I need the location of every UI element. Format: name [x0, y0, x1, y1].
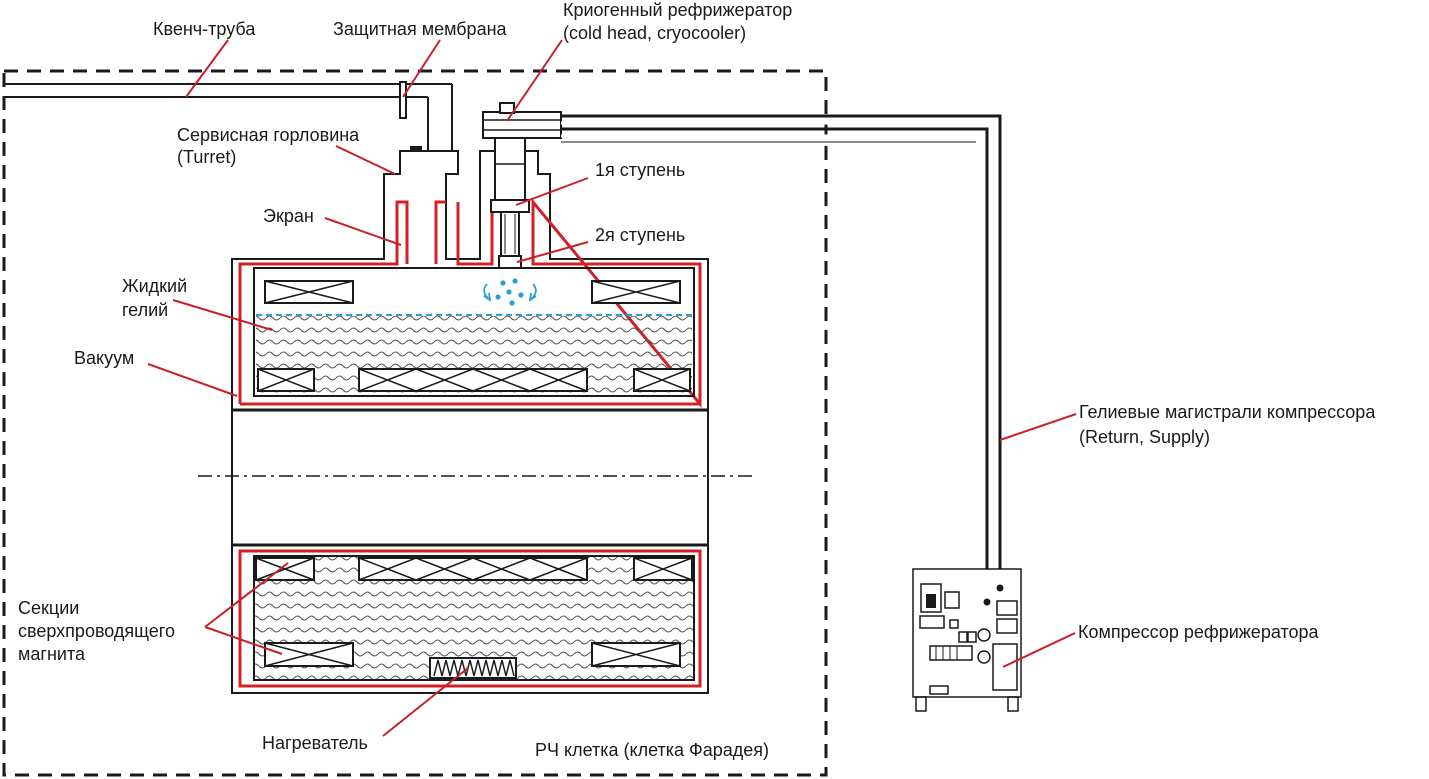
coil-section-icon — [257, 368, 315, 392]
screen-label: Экран — [263, 206, 314, 226]
coil-section-icon — [633, 368, 691, 392]
coil-section-icon — [264, 280, 354, 304]
convection-arrows-icon — [483, 283, 537, 302]
coil-sections-upper — [257, 280, 691, 392]
helium-vessel-upper — [253, 267, 695, 397]
turret-housing — [231, 150, 709, 410]
helium-lines-label-line1: Гелиевые магистрали компрессора — [1079, 402, 1376, 422]
cold-head-icon — [482, 102, 562, 269]
stage2-label: 2я ступень — [595, 225, 685, 245]
rf-cage-frame — [2, 69, 828, 777]
coil-section-icon — [591, 642, 681, 667]
helium-label-line1: Жидкий — [122, 276, 187, 296]
coil-section-icon — [633, 557, 693, 581]
helium-droplets-icon — [495, 278, 524, 306]
rf-cage-label: РЧ клетка (клетка Фарадея) — [535, 740, 769, 760]
radiation-shield-upper — [238, 197, 702, 409]
quench-pipe — [4, 83, 453, 150]
compressor-label: Компрессор рефрижератора — [1078, 622, 1320, 642]
helium-lines — [561, 114, 1002, 598]
turret-label-line1: Сервисная горловина — [177, 125, 360, 145]
protective-membrane — [399, 81, 407, 119]
quench-pipe-label: Квенч-труба — [153, 19, 256, 39]
magnet-sections-label-line2: сверхпроводящего — [18, 621, 175, 641]
stage1-label: 1я ступень — [595, 160, 685, 180]
coil-section-icon — [264, 642, 354, 667]
coil-sections-lower — [255, 557, 693, 667]
vacuum-vessel-lower — [231, 544, 709, 694]
compressor-icon — [912, 568, 1022, 712]
leader-lines — [147, 39, 1077, 737]
coil-section-icon — [255, 557, 315, 581]
radiation-shield-lower — [238, 549, 702, 688]
coil-section-icon — [358, 557, 588, 581]
turret-flange — [410, 146, 422, 152]
magnet-sections-label-line1: Секции — [18, 598, 79, 618]
membrane-label: Защитная мембрана — [333, 19, 508, 39]
magnet-sections-label-line3: магнита — [18, 644, 86, 664]
helium-label-line2: гелий — [122, 300, 168, 320]
helium-lines-label-line2: (Return, Supply) — [1079, 427, 1210, 447]
vacuum-label: Вакуум — [74, 348, 134, 368]
coil-section-icon — [358, 368, 588, 392]
cryocooler-label-line2: (cold head, cryocooler) — [563, 23, 746, 43]
cryocooler-label-line1: Криогенный рефрижератор — [563, 0, 792, 20]
heater-icon — [429, 657, 517, 679]
turret-label-line2: (Turret) — [177, 147, 236, 167]
heater-label: Нагреватель — [262, 733, 368, 753]
coil-section-icon — [591, 280, 681, 304]
